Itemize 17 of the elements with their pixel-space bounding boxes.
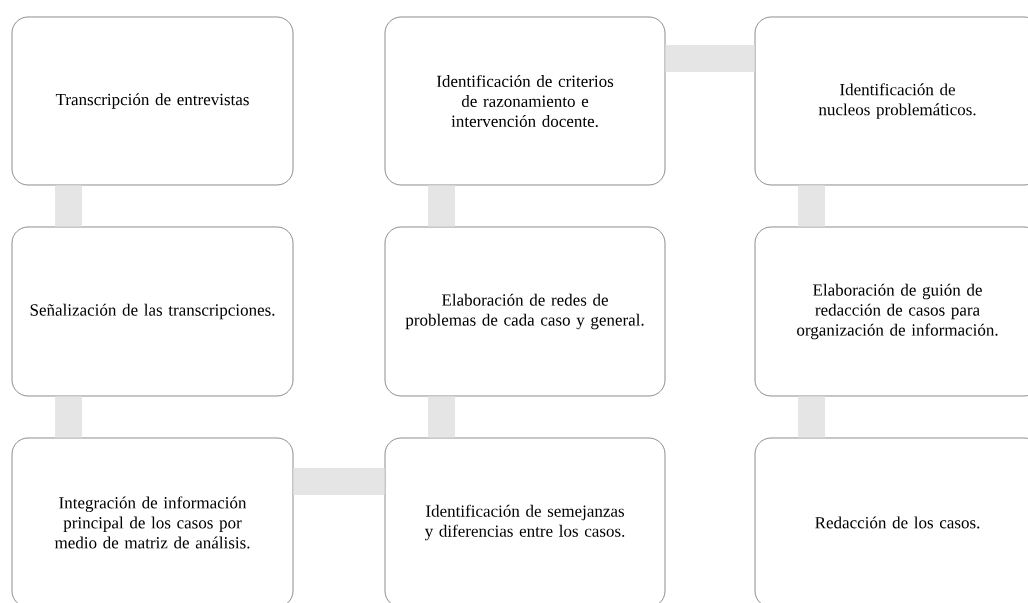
- process-box: Identificación de semejanzas y diferencias entre los casos.: [384, 437, 666, 603]
- connector-bar: [293, 468, 385, 496]
- process-box: Señalización de las transcripciones.: [11, 226, 294, 397]
- process-box: Redacción de los casos.: [754, 437, 1028, 603]
- process-box: Elaboración de redes de problemas de cada caso y general.: [384, 226, 666, 397]
- connector-bar: [665, 45, 755, 73]
- connector-bar: [798, 396, 826, 438]
- process-box: Transcripción de entrevistas: [11, 16, 294, 186]
- process-box: Identificación de nucleos problemáticos.: [754, 16, 1028, 186]
- process-box: Identificación de criterios de razonamiento e intervención docente.: [384, 16, 666, 186]
- connector-bar: [798, 185, 826, 227]
- connector-bar: [428, 185, 456, 227]
- process-box: Elaboración de guión de redacción de casos para organización de información.: [754, 226, 1028, 397]
- connector-bar: [55, 185, 83, 227]
- connector-bar: [55, 396, 83, 438]
- connector-bar: [428, 396, 456, 438]
- process-box: Integración de información principal de los casos por medio de matriz de análisis.: [11, 437, 294, 603]
